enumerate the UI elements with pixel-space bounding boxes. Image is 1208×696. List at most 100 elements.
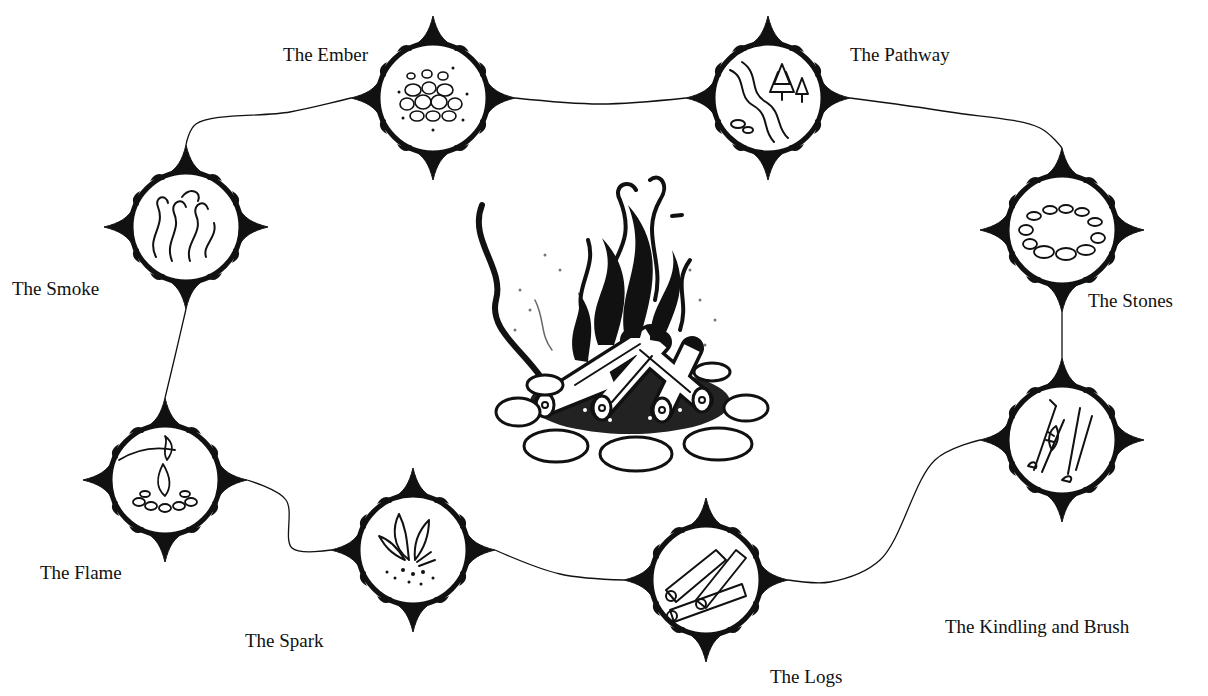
ring-spike (748, 16, 788, 46)
ring-spike (217, 460, 247, 500)
connector-line (495, 550, 624, 580)
ring-flourish (232, 191, 239, 263)
ring-flourish (129, 526, 201, 533)
ring-flourish (732, 45, 804, 52)
logs-icon (666, 550, 746, 622)
stage-circle: The Pathway (686, 16, 850, 180)
stage-circle: The Spark (331, 468, 495, 632)
stage-label: The Stones (1088, 290, 1173, 312)
connector-line (1061, 312, 1062, 358)
connector-line (788, 440, 980, 583)
ring-spike (393, 602, 433, 632)
stage-circle: The Smoke (104, 145, 268, 309)
ring-flourish (360, 514, 367, 586)
ring-flourish (377, 497, 449, 504)
ornament-ring (331, 468, 495, 632)
ring-outline (358, 495, 468, 605)
ornament-ring (351, 16, 515, 180)
ring-flourish (1026, 177, 1098, 184)
ring-spike (1042, 282, 1082, 312)
ornament-ring (980, 148, 1144, 312)
ring-spike (166, 279, 206, 309)
ring-flourish (397, 144, 469, 151)
ring-outline (1007, 175, 1117, 285)
ornament-ring (104, 145, 268, 309)
central-campfire (479, 178, 768, 471)
ring-spike (748, 150, 788, 180)
ring-outline (651, 525, 761, 635)
connector-line (850, 98, 1062, 148)
ring-flourish (150, 174, 222, 181)
ring-flourish (380, 62, 387, 134)
ring-spike (413, 16, 453, 46)
kindling-icon (1028, 400, 1092, 482)
stage-label: The Pathway (850, 44, 950, 66)
spark-icon (379, 514, 435, 586)
connector-line (247, 480, 331, 552)
ring-spike (1114, 210, 1144, 250)
stones-icon (1019, 205, 1105, 260)
pathway-icon (730, 62, 808, 142)
ring-flourish (1009, 194, 1016, 266)
ring-spike (485, 78, 515, 118)
connector-line (515, 98, 686, 104)
ring-spike (758, 560, 788, 600)
stage-circle: The Flame (83, 398, 247, 562)
ring-flourish (112, 444, 119, 516)
ring-spike (686, 78, 716, 118)
stage-label: The Logs (770, 666, 842, 688)
connector-line (165, 309, 186, 398)
flame-icon (119, 436, 197, 512)
connector-line (186, 98, 351, 145)
smoke-icon (153, 191, 215, 261)
ember-icon (398, 67, 469, 132)
ring-outline (1007, 385, 1117, 495)
ring-spike (1114, 420, 1144, 460)
ring-flourish (150, 273, 222, 280)
ring-flourish (377, 596, 449, 603)
ornament-ring (624, 498, 788, 662)
ring-spike (980, 210, 1010, 250)
ring-spike (413, 150, 453, 180)
ring-spike (393, 468, 433, 498)
ring-flourish (211, 444, 218, 516)
stage-label: The Flame (40, 562, 122, 584)
ring-flourish (1026, 387, 1098, 394)
stage-circle: The Logs (624, 498, 788, 662)
ring-flourish (653, 544, 660, 616)
ring-spike (1042, 492, 1082, 522)
ring-spike (820, 78, 850, 118)
ring-spike (104, 207, 134, 247)
stage-circle: The Ember (351, 16, 515, 180)
ring-flourish (1026, 486, 1098, 493)
ring-flourish (459, 514, 466, 586)
stage-label: The Kindling and Brush (945, 616, 1129, 638)
ornament-ring (980, 358, 1144, 522)
ring-outline (110, 425, 220, 535)
ring-flourish (1009, 404, 1016, 476)
ring-spike (166, 145, 206, 175)
ring-outline (131, 172, 241, 282)
ring-flourish (732, 144, 804, 151)
ring-spike (1042, 148, 1082, 178)
ring-spike (465, 530, 495, 570)
ring-spike (145, 532, 185, 562)
ring-spike (238, 207, 268, 247)
stage-circle: The Stones (980, 148, 1144, 312)
ornament-ring (686, 16, 850, 180)
stage-label: The Smoke (12, 278, 99, 300)
ring-flourish (1026, 276, 1098, 283)
stage-label: The Spark (245, 630, 324, 652)
ring-flourish (133, 191, 140, 263)
ring-spike (1042, 358, 1082, 388)
ring-spike (686, 632, 726, 662)
stage-circle: The Kindling and Brush (980, 358, 1144, 522)
ring-outline (378, 43, 488, 153)
ring-spike (145, 398, 185, 428)
ring-flourish (129, 427, 201, 434)
ring-flourish (670, 527, 742, 534)
ring-flourish (397, 45, 469, 52)
